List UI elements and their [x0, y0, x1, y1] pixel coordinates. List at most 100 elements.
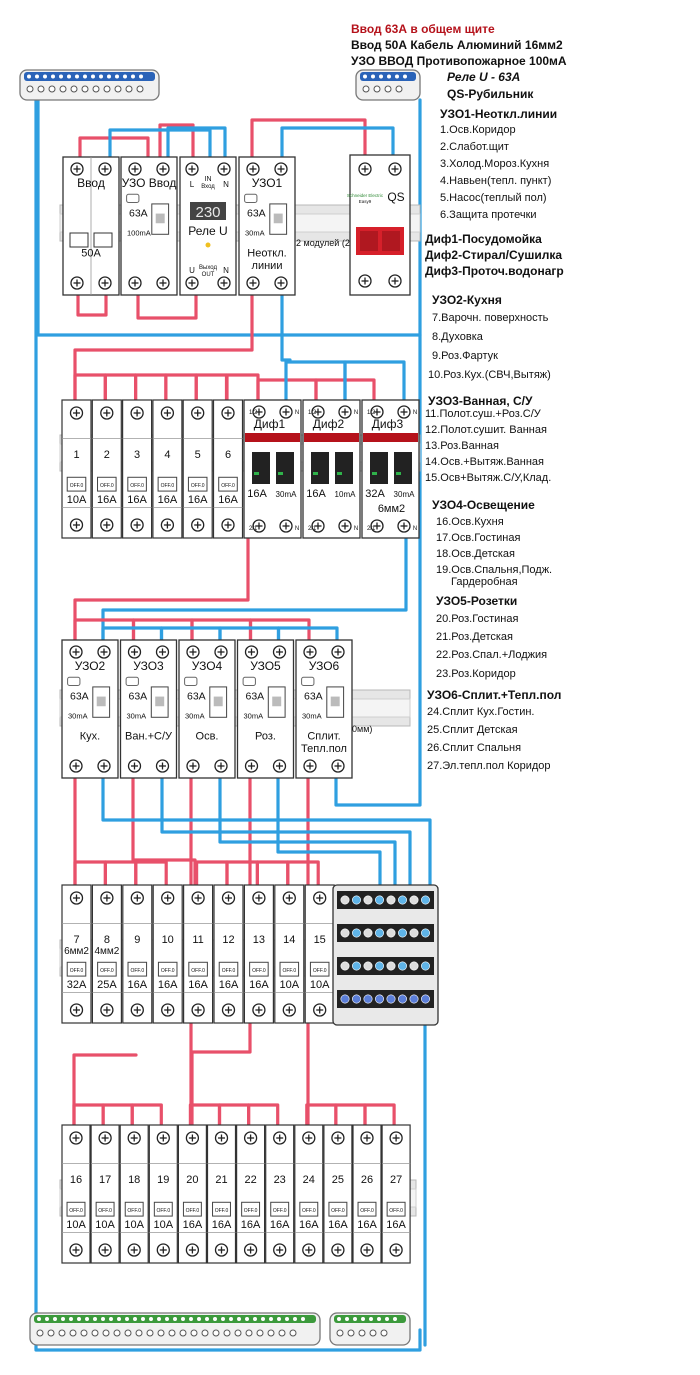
- busbar-screw: [165, 1317, 169, 1321]
- off-label: OFF.0: [302, 1208, 316, 1214]
- terminal-label: 1/2: [249, 410, 258, 416]
- breaker-body: [61, 399, 92, 539]
- polyline: [276, 773, 382, 890]
- legend-item: 24.Сплит Кух.Гостин.: [427, 706, 535, 718]
- busbar-hole: [103, 85, 111, 93]
- breaker-toggle: [218, 961, 239, 977]
- busbar-screw: [51, 74, 55, 79]
- busbar-screw: [67, 74, 71, 79]
- polyline: [276, 626, 339, 645]
- polyline: [103, 860, 138, 890]
- busbar: [329, 1312, 411, 1346]
- device-body: [178, 639, 236, 779]
- breaker-rating: 16А: [386, 1219, 406, 1231]
- breaker-number: 6: [225, 449, 231, 461]
- device-rating: 63А: [187, 690, 206, 702]
- off-label: OFF.0: [221, 483, 235, 489]
- group-title-dif3: Диф3-Проточ.водонагр: [425, 264, 564, 278]
- din-rail-note: 2 модулей (2: [296, 238, 350, 248]
- busbar-screw: [53, 1317, 57, 1321]
- tb-screw: [397, 994, 407, 1004]
- tb-row: [337, 891, 434, 909]
- off-label: OFF.0: [100, 483, 114, 489]
- tb-screw: [420, 994, 430, 1004]
- terminal-label: N: [413, 526, 417, 532]
- tb-screw: [386, 961, 396, 971]
- tb-screw: [374, 928, 384, 938]
- tb-screw: [397, 928, 407, 938]
- device-title: УЗО2: [75, 659, 106, 673]
- off-label: OFF.0: [360, 1208, 374, 1214]
- busbar-screw: [293, 1317, 297, 1321]
- breaker-body: [61, 1124, 91, 1264]
- dif-rating: 16А: [306, 488, 326, 500]
- polyline: [72, 1053, 138, 1130]
- breaker-body: [90, 1124, 120, 1264]
- busbar-hole: [114, 85, 122, 93]
- off-label: OFF.0: [313, 968, 327, 974]
- breaker-rating: 16А: [270, 1219, 290, 1231]
- relay-name: Реле U: [188, 224, 227, 238]
- header-relay: Реле U - 63А: [447, 70, 521, 84]
- busbar-screw: [115, 74, 119, 79]
- legend-item: 26.Сплит Спальня: [427, 742, 522, 754]
- breaker-body: [182, 399, 213, 539]
- breaker-toggle: [249, 961, 269, 977]
- breaker-number: 25: [332, 1174, 344, 1186]
- terminal-label: IN: [205, 176, 212, 183]
- busbar-hole: [395, 85, 403, 93]
- busbar-screw: [369, 1317, 373, 1321]
- breaker-rating: 10А: [66, 1219, 86, 1231]
- rcd-handle: [155, 696, 165, 707]
- group-title-uzo6: УЗО6-Сплит.+Тепл.пол: [427, 688, 562, 702]
- dif-handle: [311, 452, 329, 484]
- busbar-hole: [245, 1329, 253, 1337]
- breaker-number: 18: [128, 1174, 140, 1186]
- busbar-hole: [168, 1329, 176, 1337]
- rcd-handle: [213, 696, 223, 707]
- breaker-number: 14: [283, 934, 295, 946]
- busbar-screw: [371, 74, 375, 79]
- breaker-toggle: [95, 1201, 115, 1217]
- breaker-toggle: [66, 961, 87, 977]
- polyline: [78, 136, 150, 162]
- breaker-number: 1: [73, 449, 79, 461]
- busbar-screw: [385, 1317, 389, 1321]
- breaker-body: [152, 884, 183, 1024]
- breaker-body: [274, 884, 305, 1024]
- breaker-toggle: [97, 961, 117, 977]
- tb-screw: [340, 994, 350, 1004]
- tb-screw: [397, 895, 407, 905]
- tb-screw: [374, 895, 384, 905]
- relay-display-value: 230: [195, 204, 220, 221]
- dif-handle: [370, 452, 388, 484]
- busbar-hole: [212, 1329, 220, 1337]
- device-label: Кух.: [80, 730, 100, 742]
- brand-badge: [184, 676, 198, 687]
- legend-item: 20.Роз.Гостиная: [436, 613, 519, 625]
- breaker-toggle: [127, 476, 147, 492]
- polyline: [158, 123, 195, 162]
- tb-screw: [351, 928, 361, 938]
- busbar-screw: [99, 74, 103, 79]
- breaker-rating: 16А: [128, 979, 148, 991]
- polyline: [76, 290, 108, 317]
- breaker-number: 15: [314, 934, 326, 946]
- busbar-hole: [190, 1329, 198, 1337]
- legend-item: 2.Слабот.щит: [440, 141, 509, 153]
- busbar-hole: [380, 1329, 388, 1337]
- cable-note: 6мм2: [378, 503, 405, 515]
- qs-body: [349, 154, 411, 296]
- breaker-rating: 16А: [299, 1219, 319, 1231]
- busbar-screw: [35, 74, 39, 79]
- header-qs: QS-Рубильник: [447, 87, 534, 101]
- breaker-toggle: [157, 961, 178, 977]
- off-label: OFF.0: [161, 968, 175, 974]
- breaker-toggle: [386, 1201, 406, 1217]
- off-label: OFF.0: [69, 1208, 83, 1214]
